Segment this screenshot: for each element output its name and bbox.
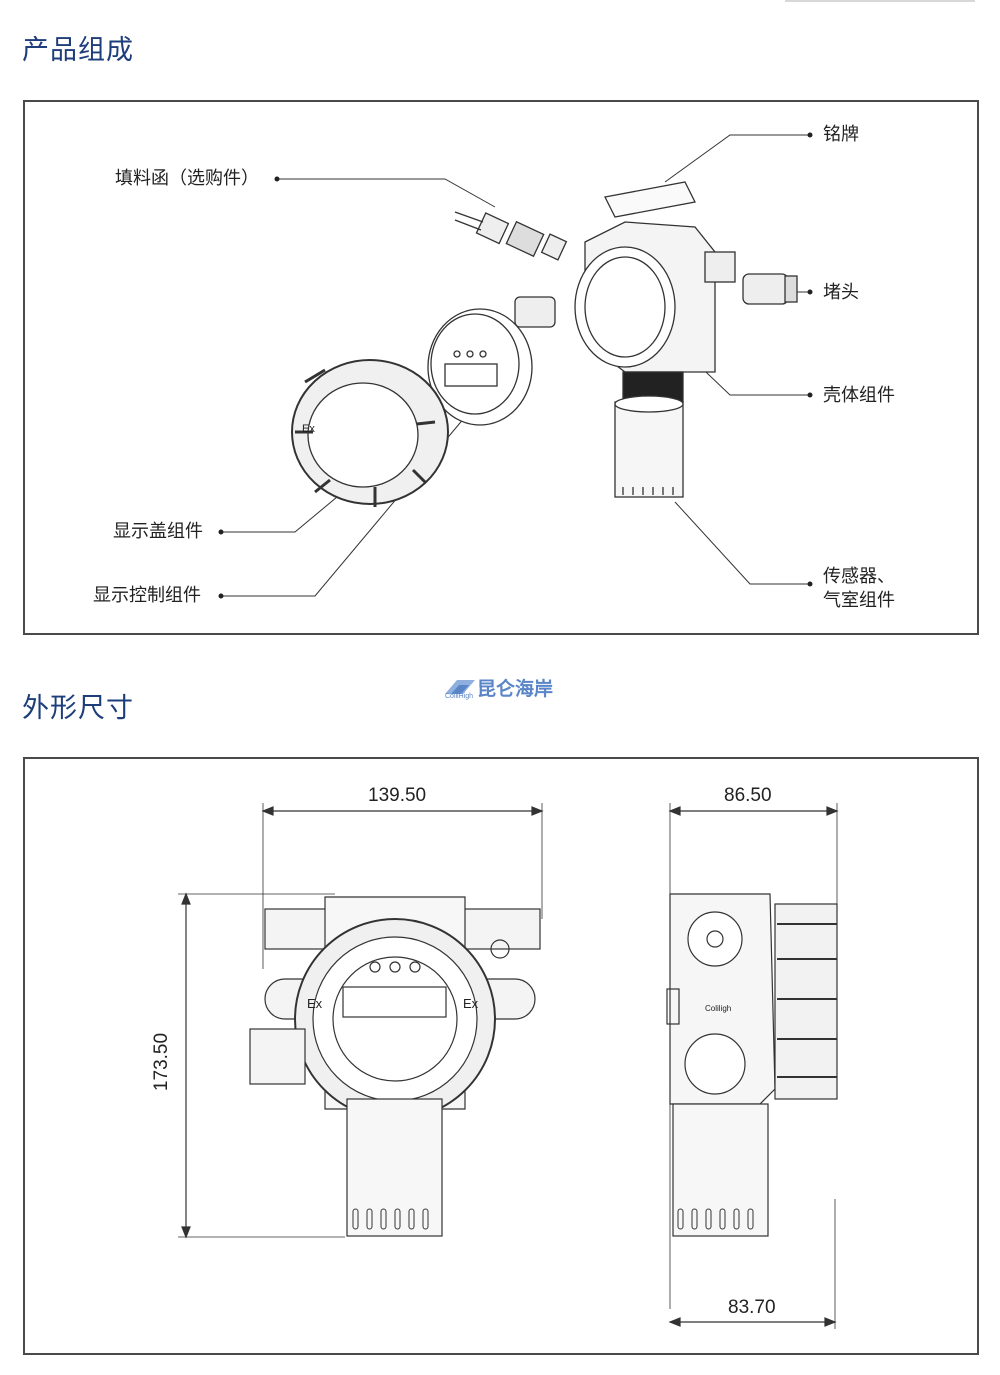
dimension-drawing: Ex Ex Coliligh [178,803,839,1329]
callout-display-control: 显示控制组件 [93,585,201,606]
watermark-text: 昆仑海岸 [477,677,554,700]
exploded-view-diagram: Ex [218,132,813,599]
callout-nameplate: 铭牌 [823,124,859,145]
callout-plug: 堵头 [823,282,859,303]
brand-logo-icon [445,680,475,694]
side-brand-mark: Coliligh [705,1004,731,1013]
callout-housing: 壳体组件 [823,385,895,406]
composition-frame: Ex 铭牌 填料函（选购件） 堵头 壳体组件 显示盖组件 显示控制组件 传感器、… [23,100,979,635]
dim-height: 173.50 [151,1032,173,1092]
front-ex-right-mark: Ex [463,996,479,1011]
dim-side-top-width: 86.50 [724,785,772,806]
callout-display-cover: 显示盖组件 [113,521,203,542]
cover-ex-mark: Ex [302,423,315,435]
dim-front-width: 139.50 [368,785,427,806]
section-title-composition: 产品组成 [22,35,134,66]
callout-sensor-line2: 气室组件 [823,590,895,611]
callout-sensor-line1: 传感器、 [823,566,895,587]
watermark-sub: ColliHigh [445,693,474,700]
top-divider [785,0,975,2]
dim-side-bottom-width: 83.70 [728,1297,776,1318]
front-ex-left-mark: Ex [307,996,323,1011]
watermark-logo: 昆仑海岸 ColliHigh [443,673,553,701]
dimensions-frame: Ex Ex Coliligh 139.50 173.50 86.50 83.70 [23,757,979,1355]
section-title-dimensions: 外形尺寸 [22,693,134,724]
callout-cable-gland: 填料函（选购件） [115,168,259,189]
